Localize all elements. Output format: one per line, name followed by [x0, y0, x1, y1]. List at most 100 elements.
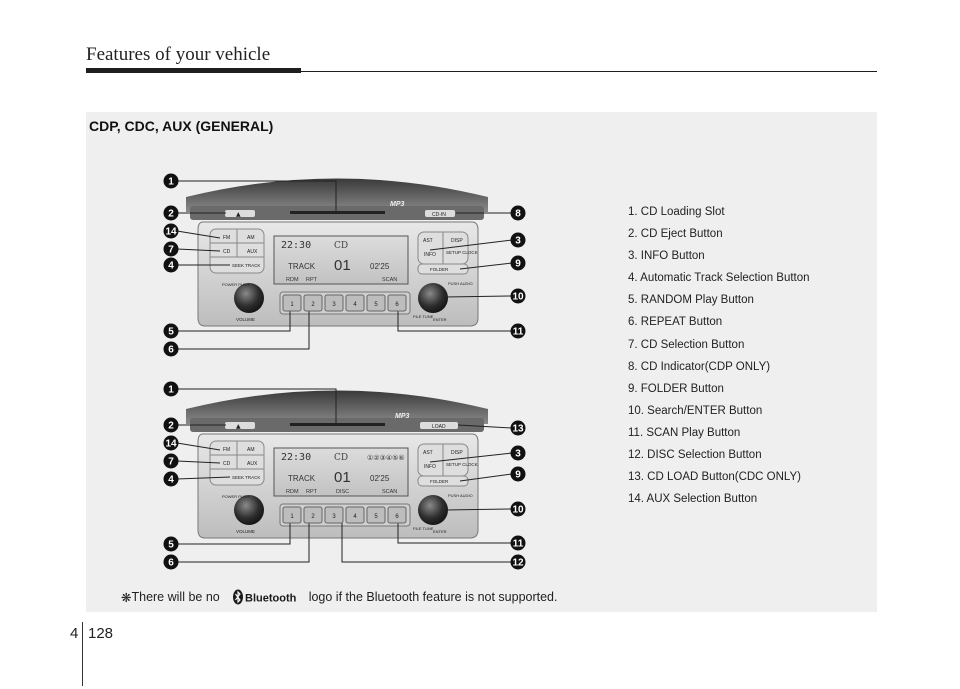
- callout-marker: 9: [510, 255, 526, 271]
- svg-text:7: 7: [168, 457, 174, 468]
- svg-text:2: 2: [168, 421, 174, 432]
- preset-label: 2: [311, 302, 315, 308]
- preset-label: 3: [332, 302, 336, 308]
- callout-marker: 7: [163, 453, 179, 469]
- callout-marker: 13: [510, 420, 526, 436]
- svg-text:POWER PUSH: POWER PUSH: [222, 494, 249, 499]
- eject-button: [225, 210, 255, 217]
- svg-text:SEEK TRACK: SEEK TRACK: [232, 263, 260, 268]
- preset-button: [282, 294, 302, 312]
- svg-text:CD: CD: [223, 461, 231, 467]
- bluetooth-logo: Bluetooth: [233, 589, 297, 605]
- preset-button: [324, 506, 344, 524]
- legend-item: 5. RANDOM Play Button: [628, 294, 754, 307]
- callout-marker: 6: [163, 341, 179, 357]
- radio-unit-top: ▲ MP3 CD-IN FM AM CD AUX SEEK TRACK 22:3…: [186, 178, 488, 327]
- svg-text:11: 11: [513, 539, 524, 550]
- svg-text:POWER PUSH: POWER PUSH: [222, 282, 249, 287]
- svg-text:10: 10: [512, 505, 524, 516]
- svg-text:AST: AST: [423, 238, 433, 244]
- svg-text:01: 01: [334, 469, 351, 486]
- page-rule: [82, 622, 83, 686]
- svg-text:AST: AST: [423, 450, 433, 456]
- svg-text:CD: CD: [334, 453, 348, 463]
- preset-button: [387, 294, 407, 312]
- callout-marker: 11: [510, 323, 526, 339]
- svg-text:FILE TUNE: FILE TUNE: [413, 526, 434, 531]
- preset-button: [345, 294, 365, 312]
- svg-text:14: 14: [165, 439, 177, 450]
- callout-marker: 3: [510, 445, 526, 461]
- legend-item: 4. Automatic Track Selection Button: [628, 272, 810, 285]
- svg-text:8: 8: [515, 209, 521, 220]
- svg-text:1: 1: [168, 177, 174, 188]
- preset-button: [303, 506, 323, 524]
- svg-text:RDM: RDM: [286, 489, 299, 495]
- svg-text:AM: AM: [247, 447, 255, 453]
- svg-text:5: 5: [168, 327, 174, 338]
- svg-text:FOLDER: FOLDER: [430, 479, 449, 484]
- svg-text:SETUP CLOCK: SETUP CLOCK: [446, 250, 478, 255]
- svg-text:22:30: 22:30: [281, 452, 311, 463]
- preset-label: 4: [353, 514, 357, 520]
- svg-text:6: 6: [168, 345, 174, 356]
- svg-text:SCAN: SCAN: [382, 277, 397, 283]
- svg-text:SEEK TRACK: SEEK TRACK: [232, 475, 260, 480]
- svg-text:RPT: RPT: [306, 489, 318, 495]
- preset-label: 4: [353, 302, 357, 308]
- svg-text:6: 6: [168, 558, 174, 569]
- top-bezel: [186, 178, 488, 212]
- svg-text:VOLUME: VOLUME: [236, 317, 255, 322]
- svg-text:10: 10: [512, 292, 524, 303]
- svg-text:▲: ▲: [236, 211, 241, 218]
- svg-text:RDM: RDM: [286, 277, 299, 283]
- callout-marker: 5: [163, 536, 179, 552]
- svg-text:TRACK: TRACK: [288, 262, 316, 271]
- preset-label: 6: [395, 514, 399, 520]
- svg-text:DISP: DISP: [451, 450, 463, 456]
- svg-text:FM: FM: [223, 235, 230, 241]
- svg-text:PUSH AUDIO: PUSH AUDIO: [448, 493, 473, 498]
- callout-marker: 4: [163, 471, 179, 487]
- svg-text:3: 3: [515, 449, 521, 460]
- legend-item: 11. SCAN Play Button: [628, 426, 741, 439]
- svg-text:4: 4: [168, 475, 174, 486]
- header-rule: [301, 71, 877, 72]
- svg-text:FOLDER: FOLDER: [430, 267, 449, 272]
- legend-item: 14. AUX Selection Button: [628, 493, 758, 506]
- svg-text:2: 2: [168, 209, 174, 220]
- svg-text:▲: ▲: [236, 423, 241, 430]
- preset-label: 5: [374, 302, 378, 308]
- svg-text:22:30: 22:30: [281, 240, 311, 251]
- callout-marker: 1: [163, 381, 179, 397]
- callout-marker: 7: [163, 241, 179, 257]
- svg-text:SETUP CLOCK: SETUP CLOCK: [446, 462, 478, 467]
- footnote: ❋There will be no Bluetooth logo if the …: [121, 589, 557, 605]
- svg-text:CD: CD: [223, 249, 231, 255]
- svg-text:AUX: AUX: [247, 461, 258, 467]
- legend-item: 10. Search/ENTER Button: [628, 404, 763, 417]
- svg-text:INFO: INFO: [424, 464, 436, 470]
- svg-text:11: 11: [513, 327, 524, 338]
- svg-text:01: 01: [334, 257, 351, 274]
- legend-item: 6. REPEAT Button: [628, 316, 723, 329]
- callout-marker: 6: [163, 554, 179, 570]
- callout-marker: 12: [510, 554, 526, 570]
- callout-marker: 5: [163, 323, 179, 339]
- leader-lines: [176, 180, 513, 563]
- svg-text:Bluetooth: Bluetooth: [245, 593, 297, 605]
- svg-text:①②③④⑤⑥: ①②③④⑤⑥: [367, 454, 405, 462]
- svg-text:12: 12: [512, 558, 524, 569]
- callout-marker: 3: [510, 232, 526, 248]
- preset-button: [366, 294, 386, 312]
- legend-item: 3. INFO Button: [628, 250, 705, 263]
- cd-indicator: [425, 210, 455, 217]
- preset-label: 1: [290, 302, 294, 308]
- svg-text:RPT: RPT: [306, 277, 318, 283]
- svg-text:02'25: 02'25: [370, 474, 390, 483]
- section-title: CDP, CDC, AUX (GENERAL): [89, 118, 274, 134]
- svg-text:DISC: DISC: [336, 489, 349, 495]
